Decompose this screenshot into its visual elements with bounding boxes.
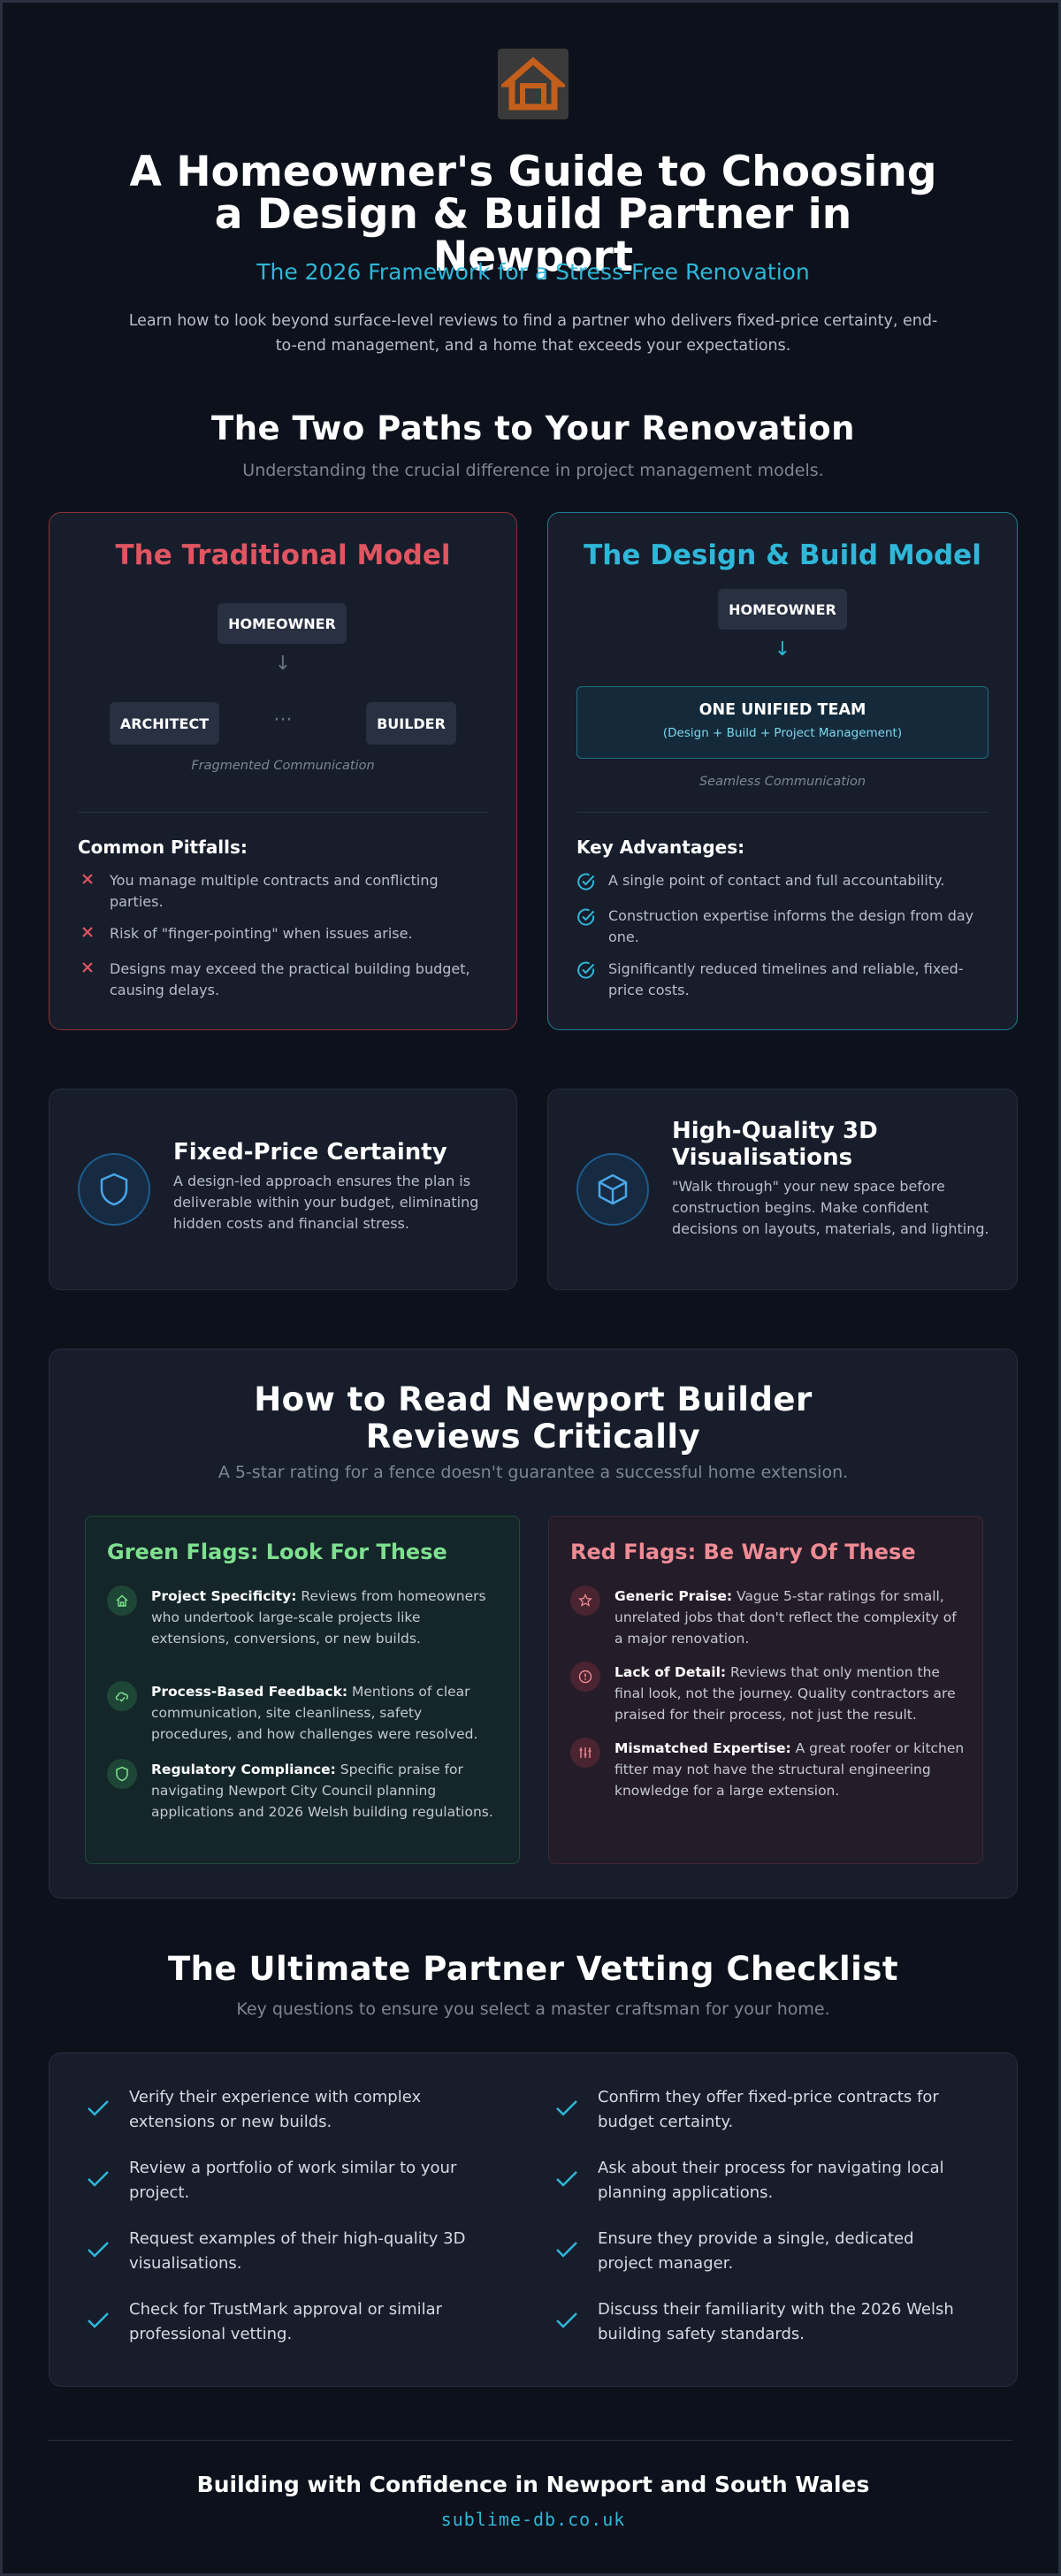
feature-title: Fixed-Price Certainty [173,1139,447,1166]
shield-icon [78,1153,150,1226]
page-title: A Homeowner's Guide to Choosing a Design… [129,148,937,281]
red-flag-item: Generic Praise: Vague 5-star ratings for… [570,1586,965,1649]
checklist-item: Confirm they offer fixed-price contracts… [555,2085,962,2135]
feature-card-3d-visualisations: High-Quality 3D Visualisations "Walk thr… [547,1089,1018,1290]
arrow-down-icon: ↓ [774,638,791,661]
green-flags-box: Green Flags: Look For These Project Spec… [85,1516,520,1864]
architect-node: ARCHITECT [110,702,219,745]
traditional-model-card: The Traditional Model HOMEOWNER ↓ ARCHIT… [49,512,517,1030]
check-circle-icon [576,959,596,1001]
checklist-item: Check for TrustMark approval or similar … [87,2297,493,2347]
divider [78,812,488,813]
checkmark-icon [555,2227,580,2276]
dots-connector: ··· [273,709,293,731]
checkmark-icon [87,2085,111,2135]
check-circle-icon [576,906,596,948]
logo [498,49,569,119]
checklist-item: Ensure they provide a single, dedicated … [555,2227,962,2276]
cube-icon [576,1153,649,1226]
alert-icon [570,1662,600,1692]
checkmark-icon [87,2227,111,2276]
x-icon [78,923,97,944]
checkmark-icon [87,2156,111,2205]
feature-title: High-Quality 3D Visualisations [672,1118,878,1171]
homeowner-node: HOMEOWNER [718,589,847,630]
unified-team-label: ONE UNIFIED TEAM [698,701,866,719]
home-icon [107,1586,137,1616]
checklist-item: Review a portfolio of work similar to yo… [87,2156,493,2205]
checkmark-icon [87,2297,111,2347]
reviews-section: How to Read Newport Builder Reviews Crit… [49,1349,1018,1899]
checkmark-icon [555,2085,580,2135]
green-flags-heading: Green Flags: Look For These [107,1540,447,1564]
divider [576,812,988,813]
red-flag-item: Lack of Detail: Reviews that only mentio… [570,1662,965,1725]
checklist-item: Request examples of their high-quality 3… [87,2227,493,2276]
footer-title: Building with Confidence in Newport and … [196,2472,870,2497]
check-circle-icon [576,870,596,891]
pitfall-item: Risk of "finger-pointing" when issues ar… [78,923,490,944]
design-build-model-card: The Design & Build Model HOMEOWNER ↓ ONE… [547,512,1018,1030]
pitfall-item: Designs may exceed the practical buildin… [78,959,490,1001]
sliders-icon [570,1738,600,1768]
advantages-title: Key Advantages: [576,837,745,858]
red-flag-item: Mismatched Expertise: A great roofer or … [570,1738,965,1801]
x-icon [78,870,97,913]
feature-card-fixed-price: Fixed-Price Certainty A design-led appro… [49,1089,517,1290]
checklist-subtitle: Key questions to ensure you select a mas… [236,1999,830,2019]
cloud-check-icon [107,1681,137,1711]
advantage-item: A single point of contact and full accou… [576,870,990,891]
x-icon [78,959,97,1001]
fragmented-note: Fragmented Communication [191,759,375,773]
feature-text: High-Quality 3D Visualisations "Walk thr… [672,1118,996,1240]
checklist-item: Discuss their familiarity with the 2026 … [555,2297,962,2347]
checklist-title: The Ultimate Partner Vetting Checklist [167,1950,899,1988]
feature-description: "Walk through" your new space before con… [672,1178,989,1237]
advantage-item: Significantly reduced timelines and reli… [576,959,990,1001]
page-description: Learn how to look beyond surface-level r… [128,312,938,355]
builder-node: BUILDER [366,702,456,745]
footer-divider [49,2440,1012,2441]
seamless-note: Seamless Communication [698,775,866,789]
pitfall-item: You manage multiple contracts and confli… [78,870,490,913]
checkmark-icon [555,2297,580,2347]
checklist-item: Ask about their process for navigating l… [555,2156,962,2205]
homeowner-node: HOMEOWNER [218,603,347,644]
unified-team-node: ONE UNIFIED TEAM (Design + Build + Proje… [576,686,988,759]
checklist-item: Verify their experience with complex ext… [87,2085,493,2135]
reviews-title: How to Read Newport Builder Reviews Crit… [254,1380,813,1456]
arrow-down-icon: ↓ [274,653,292,675]
advantage-item: Construction expertise informs the desig… [576,906,990,948]
green-flag-item: Regulatory Compliance: Specific praise f… [107,1759,501,1823]
design-build-heading: The Design & Build Model [584,539,981,571]
pitfalls-title: Common Pitfalls: [78,837,248,858]
star-icon [570,1586,600,1616]
green-flag-item: Project Specificity: Reviews from homeow… [107,1586,501,1649]
unified-team-sublabel: (Design + Build + Project Management) [662,726,903,740]
feature-text: Fixed-Price Certainty A design-led appro… [173,1139,495,1234]
reviews-subtitle: A 5-star rating for a fence doesn't guar… [218,1463,849,1482]
shield-icon [107,1759,137,1789]
red-flags-heading: Red Flags: Be Wary Of These [570,1540,916,1564]
checkmark-icon [555,2156,580,2205]
red-flags-box: Red Flags: Be Wary Of These Generic Prai… [548,1516,983,1864]
feature-description: A design-led approach ensures the plan i… [173,1173,479,1232]
page-subtitle: The 2026 Framework for a Stress-Free Ren… [256,259,810,285]
traditional-heading: The Traditional Model [115,539,451,571]
paths-title: The Two Paths to Your Renovation [210,409,856,447]
green-flag-item: Process-Based Feedback: Mentions of clea… [107,1681,501,1745]
checklist-card: Verify their experience with complex ext… [49,2052,1018,2387]
house-icon [501,57,565,111]
paths-subtitle: Understanding the crucial difference in … [242,461,824,480]
footer-link[interactable]: sublime-db.co.uk [440,2509,626,2530]
